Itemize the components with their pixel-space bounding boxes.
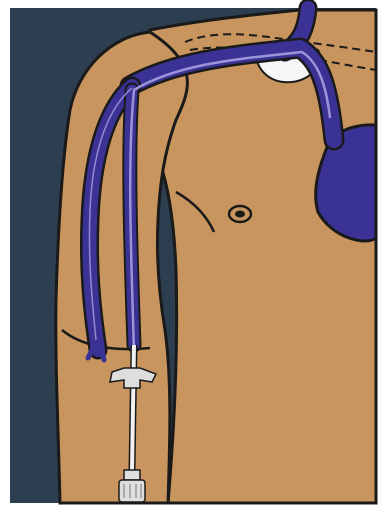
- nipple-icon: [229, 206, 251, 222]
